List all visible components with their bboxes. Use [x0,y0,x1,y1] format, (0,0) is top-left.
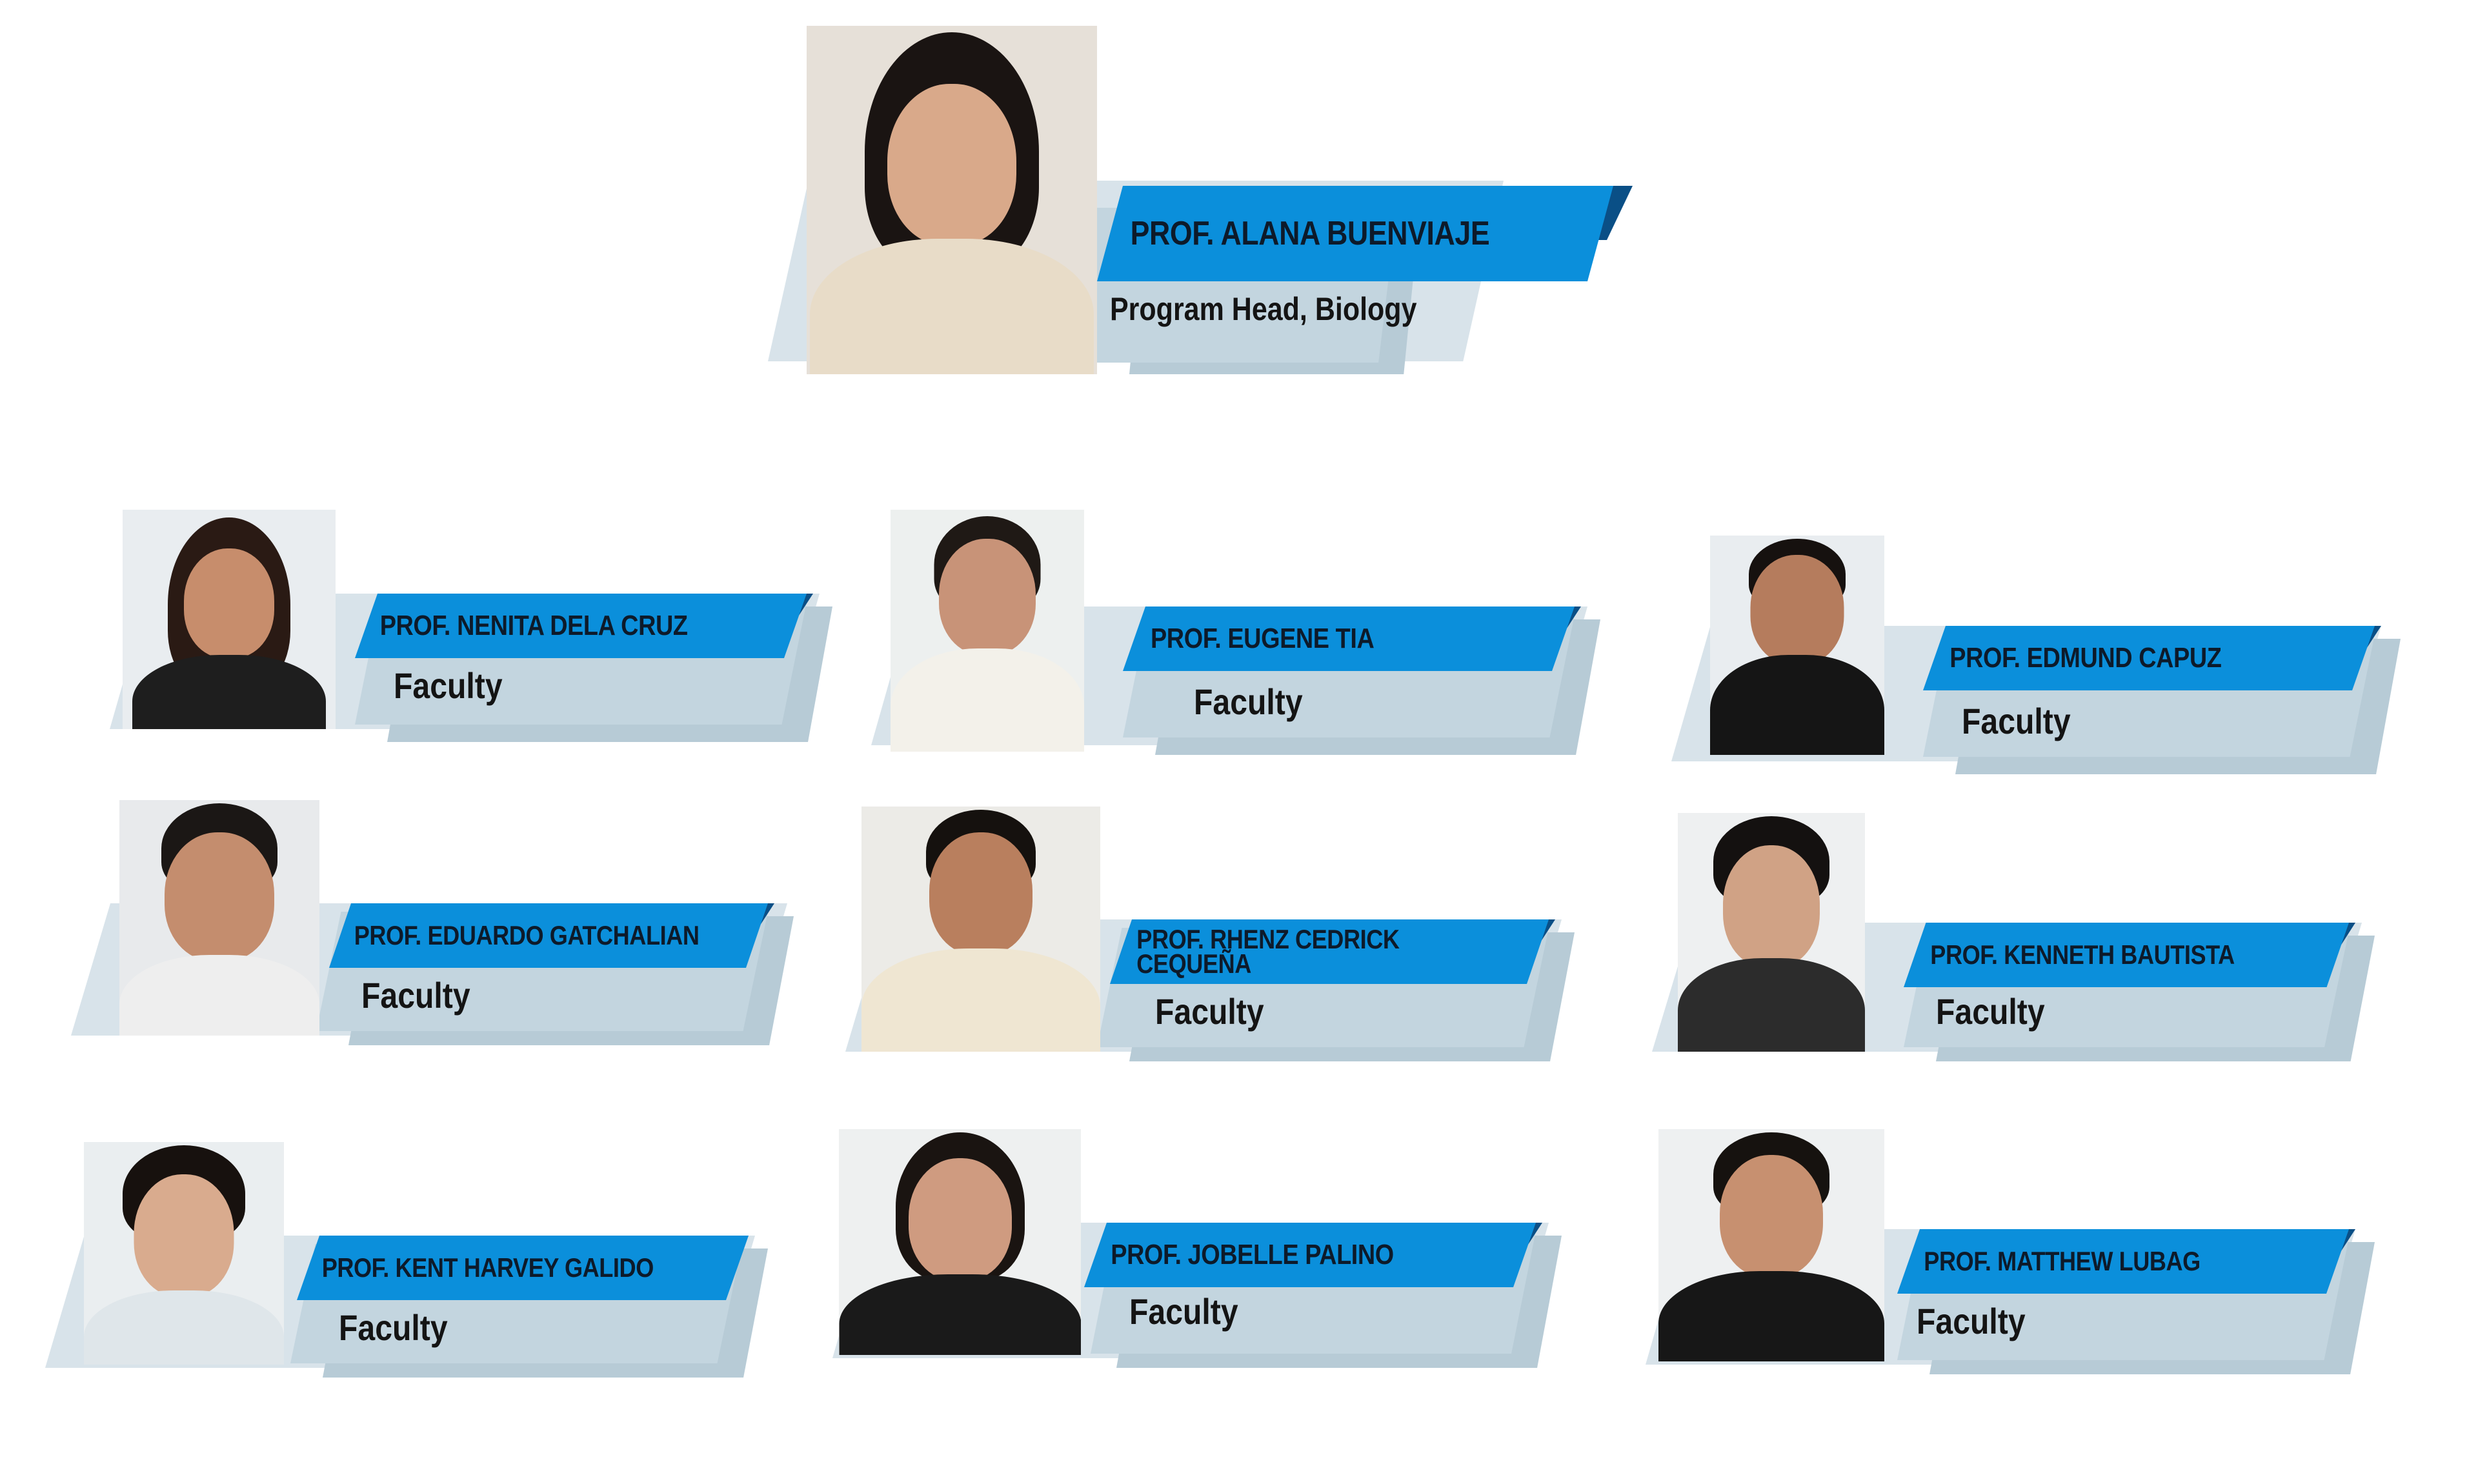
faculty-card: PROF. EDUARDO GATCHALIAN Faculty [71,800,813,1045]
faculty-card: PROF. KENT HARVEY GALIDO Faculty [45,1142,787,1387]
faculty-role: Faculty [1936,991,2045,1032]
faculty-name: PROF. MATTHEW LUBAG [1924,1246,2201,1276]
faculty-name: PROF. KENT HARVEY GALIDO [321,1252,654,1283]
faculty-role: Faculty [361,975,470,1016]
faculty-photo [1678,813,1865,1052]
head-role: Program Head, Biology [1110,291,1417,327]
faculty-photo [123,510,336,729]
faculty-role: Faculty [1194,681,1303,722]
faculty-photo [119,800,319,1036]
faculty-card: PROF. EDMUND CAPUZ Faculty [1671,536,2413,774]
faculty-name: PROF. KENNETH BAUTISTA [1930,939,2235,970]
faculty-card: PROF. KENNETH BAUTISTA Faculty [1652,813,2394,1061]
faculty-card: PROF. NENITA DELA CRUZ Faculty [110,510,852,742]
faculty-card: PROF. MATTHEW LUBAG Faculty [1646,1129,2388,1381]
faculty-name: PROF. EDMUND CAPUZ [1949,642,2222,674]
faculty-name: PROF. JOBELLE PALINO [1111,1239,1394,1270]
faculty-photo [1658,1129,1884,1361]
faculty-card: PROF. EUGENE TIA Faculty [871,510,1613,755]
faculty-card: PROF. RHENZ CEDRICK CEQUEÑA Faculty [845,807,1607,1065]
faculty-role: Faculty [1129,1291,1238,1332]
faculty-name: PROF. EDUARDO GATCHALIAN [354,920,700,950]
head-photo [807,26,1097,374]
faculty-name: PROF. EUGENE TIA [1151,623,1375,654]
clothing [810,239,1094,374]
faculty-role: Faculty [1917,1301,2026,1341]
faculty-role: Faculty [394,665,503,706]
faculty-photo [84,1142,284,1365]
head-name: PROF. ALANA BUENVIAJE [1130,215,1490,252]
faculty-role: Faculty [1962,701,2071,741]
name-bar: PROF. ALANA BUENVIAJE [1097,186,1613,281]
head-card: PROF. ALANA BUENVIAJE Program Head, Biol… [761,26,1717,374]
faculty-photo [891,510,1084,752]
faculty-photo [1710,536,1884,755]
faculty-role: Faculty [1155,991,1264,1032]
faculty-photo [861,807,1100,1052]
faculty-role: Faculty [339,1307,448,1348]
face [887,84,1016,245]
faculty-name: PROF. NENITA DELA CRUZ [379,610,688,641]
faculty-name: PROF. RHENZ CEDRICK CEQUEÑA [1136,924,1400,979]
faculty-photo [839,1129,1081,1355]
faculty-card: PROF. JOBELLE PALINO Faculty [832,1129,1594,1381]
